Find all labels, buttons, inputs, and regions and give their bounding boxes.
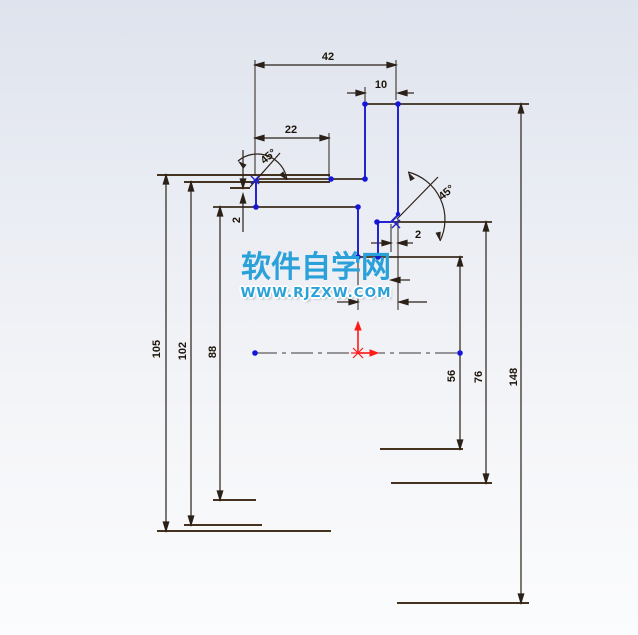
sketch-point[interactable] bbox=[362, 101, 368, 107]
sketch-point[interactable] bbox=[253, 204, 259, 210]
dim-2-right-label[interactable]: 2 bbox=[415, 229, 421, 241]
coincident-markers bbox=[250, 175, 401, 229]
dimension-arrow bbox=[216, 206, 224, 217]
dimension-arrow bbox=[397, 89, 408, 97]
dimension-arrow bbox=[319, 134, 330, 142]
dimension-arrow bbox=[216, 490, 224, 501]
profile-chamfer-left[interactable] bbox=[254, 178, 260, 184]
dimension-arrow bbox=[187, 181, 195, 192]
dimension-arrow bbox=[254, 134, 265, 142]
sketch-points[interactable] bbox=[252, 101, 463, 356]
dim-105-label[interactable]: 105 bbox=[151, 340, 163, 358]
dimension-graphics bbox=[162, 61, 525, 604]
dim-22-label[interactable]: 22 bbox=[285, 124, 297, 136]
sketch-point[interactable] bbox=[457, 350, 463, 356]
dimension-arrow bbox=[279, 171, 290, 182]
angle-leader-right bbox=[396, 176, 439, 220]
dimension-arrow bbox=[162, 174, 170, 185]
angle-arc-right[interactable] bbox=[407, 171, 446, 242]
dimension-arrow bbox=[239, 178, 247, 189]
dimension-arrow bbox=[390, 276, 401, 284]
sketch-point[interactable] bbox=[362, 176, 368, 182]
angle-leader-left bbox=[249, 152, 281, 188]
sketch-point[interactable] bbox=[375, 254, 381, 260]
sketch-point[interactable] bbox=[374, 219, 380, 225]
dimension-arrow bbox=[162, 521, 170, 532]
sketch-point[interactable] bbox=[355, 254, 361, 260]
dimension-arrow bbox=[355, 89, 366, 97]
dim-10-label[interactable]: 10 bbox=[375, 79, 387, 91]
dimension-labels: 42 10 22 45° 45° 2 2 105 102 88 56 76 14… bbox=[151, 51, 520, 386]
angle-arc-left[interactable] bbox=[237, 153, 288, 181]
dimension-arrow bbox=[398, 298, 409, 306]
dimension-arrow bbox=[482, 221, 490, 232]
x-marker-icon bbox=[391, 219, 401, 229]
origin-arrow-up-icon bbox=[354, 321, 362, 331]
extension-lines bbox=[254, 60, 399, 310]
sketch-point[interactable] bbox=[395, 211, 401, 217]
dimension-arrow bbox=[381, 239, 392, 247]
dimension-arrow bbox=[348, 298, 359, 306]
sketch-point[interactable] bbox=[328, 176, 334, 182]
angle-arrows bbox=[236, 158, 443, 242]
sketch-blue-lines[interactable] bbox=[254, 104, 399, 257]
dim-2-left-label[interactable]: 2 bbox=[231, 217, 243, 223]
dimension-arrow bbox=[239, 193, 247, 204]
sketch-point[interactable] bbox=[355, 204, 361, 210]
x-marker-icon bbox=[250, 175, 260, 185]
dim-148-label[interactable]: 148 bbox=[508, 368, 520, 386]
dim-76-label[interactable]: 76 bbox=[473, 371, 485, 383]
dim-45-right-label[interactable]: 45° bbox=[436, 183, 456, 203]
sketch-point[interactable] bbox=[395, 101, 401, 107]
dimension-arrow bbox=[517, 103, 525, 114]
dim-45-left-label[interactable]: 45° bbox=[258, 147, 278, 167]
dimension-arrow bbox=[482, 473, 490, 484]
sketch-origin[interactable] bbox=[351, 321, 379, 359]
dimension-arrow bbox=[386, 61, 397, 69]
dim-88-label[interactable]: 88 bbox=[207, 346, 219, 358]
angle-dimensions bbox=[237, 152, 446, 242]
sketch-dark-lines[interactable] bbox=[213, 103, 529, 258]
dimension-arrow bbox=[456, 439, 464, 450]
dim-42-label[interactable]: 42 bbox=[322, 51, 334, 63]
dimension-arrow bbox=[187, 515, 195, 526]
dim-102-label[interactable]: 102 bbox=[177, 342, 189, 360]
dimension-arrow bbox=[397, 239, 408, 247]
origin-point-icon bbox=[351, 347, 365, 359]
model-edges[interactable] bbox=[157, 174, 529, 604]
dim-56-label[interactable]: 56 bbox=[446, 370, 458, 382]
sketch-point[interactable] bbox=[252, 350, 258, 356]
dimension-arrow bbox=[456, 256, 464, 267]
dimension-arrow bbox=[254, 61, 265, 69]
dimension-arrow bbox=[517, 593, 525, 604]
origin-arrow-right-icon bbox=[369, 349, 379, 357]
